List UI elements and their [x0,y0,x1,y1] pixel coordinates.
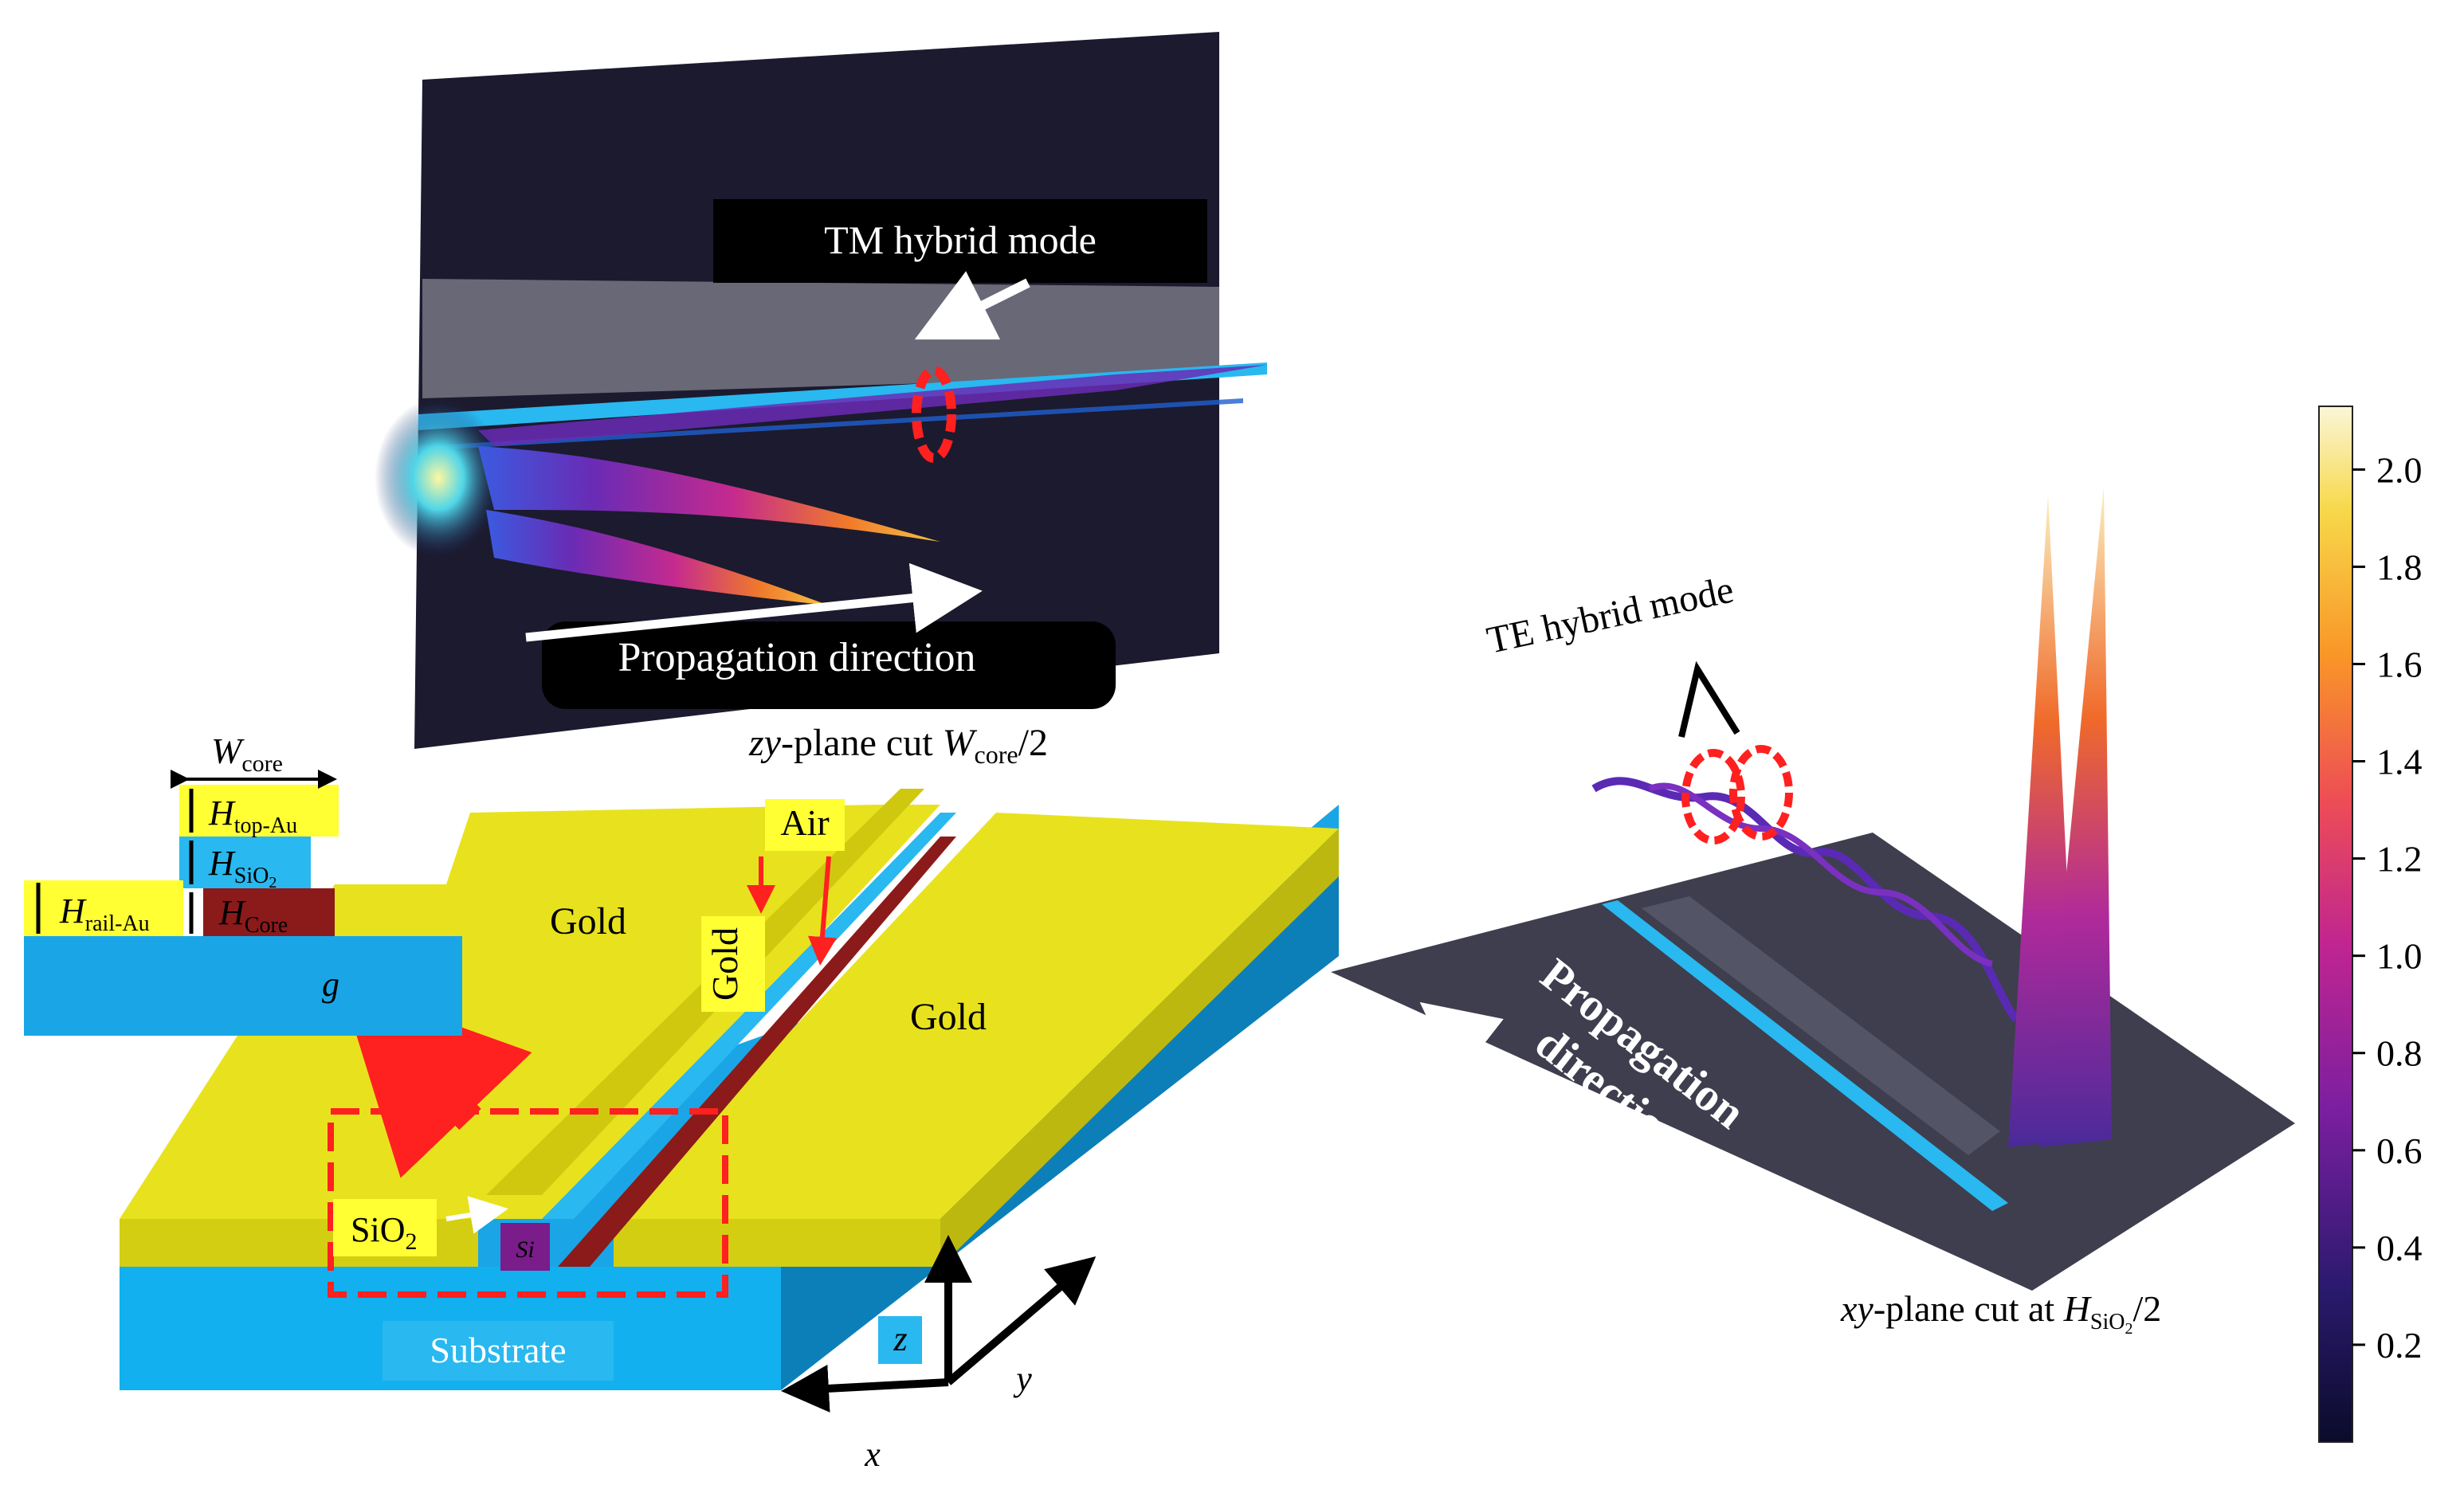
axis-z-label-box [878,1316,922,1364]
colorbar-tick-label: 2.0 [2376,449,2423,490]
colorbar: 2.0 1.8 1.6 1.4 1.2 1.0 0.8 0.6 0.4 0.2 [2318,406,2423,1443]
zoom-region-box [328,1108,728,1298]
gold-right-front [614,1219,940,1267]
field-plume-upper [478,446,940,542]
inset-top-gold [179,785,339,837]
colorbar-tick-label: 0.2 [2376,1325,2423,1366]
prop-dir-top-label-box [542,621,1116,709]
zy-plane-field-plot: TM hybrid mode Propagation direction [375,32,1267,749]
axis-y-label: y [1013,1359,1032,1398]
inset-rail-left [24,880,183,936]
colorbar-gradient [2318,406,2353,1443]
inset-h-rail-label: Hrail-Au [59,891,150,936]
axis-y-line [945,1256,1097,1385]
inset-core [203,888,335,936]
inset-h-core-label: HCore [218,893,288,938]
te-mode-marker-2 [1729,745,1793,841]
tm-mode-label: TM hybrid mode [824,217,1097,262]
inset-h-top-label: Htop-Au [208,794,297,838]
inset-silica [179,837,311,888]
prop-dir-right-arrow [1419,1001,1717,1235]
te-mode-pointer-arrow [1678,660,1740,738]
zy-plane-caption: zy-plane cut Wcore/2 [748,722,1048,769]
te-mode-ribbon-2 [1648,782,1993,967]
tm-mode-pointer-arrow [914,271,1030,340]
si-core [500,1223,550,1271]
sio2-label: SiO2 [351,1210,417,1255]
colorbar-tick-label: 1.2 [2376,839,2423,880]
gold-rail-label: Gold [704,927,745,1001]
te-mode-ribbon [1591,777,2020,1022]
prop-dir-top-label: Propagation direction [618,635,975,680]
zy-plane-mode-tail [478,365,1267,446]
colorbar-tick-label: 0.4 [2376,1228,2423,1268]
inset-w-core-label: Wcore [211,731,283,777]
air-label: Air [780,802,829,843]
zy-plane-upper-texture [422,279,1219,398]
colorbar-tick-label: 0.8 [2376,1033,2423,1074]
inset-h-sio2-label: HSiO2 [208,844,277,891]
inset-rail-gold [333,888,462,936]
zy-plane-bottom-line [418,398,1243,451]
inset-g-label: g [322,965,339,1004]
air-pointer-arrow [807,856,837,966]
zy-plane-waveguide-line [418,362,1267,430]
colorbar-tick-label: 1.0 [2376,936,2423,977]
colorbar-tick-label: 1.4 [2376,742,2423,782]
device-schematic: Si Gold Gold Gold Air SiO2 Substrate z y… [120,789,1339,1474]
air-label-box [765,799,845,851]
gold-right-top [614,813,1339,1219]
tm-mode-marker [912,366,956,463]
colorbar-tick-label: 1.8 [2376,547,2423,587]
si-label: Si [516,1236,534,1263]
colorbar-tick-label: 0.6 [2376,1131,2423,1171]
axis-x-line [781,1364,949,1413]
tm-mode-label-box [713,199,1207,283]
zoom-region-arrow [340,984,532,1178]
gold-rail-label-box [701,916,765,1012]
field-plume-lower [486,510,829,605]
te-mode-marker-1 [1681,749,1745,844]
xy-plane-silica-line [1602,900,2008,1211]
xy-plane-caption: xy-plane cut at HSiO2/2 [1840,1288,2161,1338]
axis-x-label: x [864,1435,881,1474]
colorbar-ticks: 2.0 1.8 1.6 1.4 1.2 1.0 0.8 0.6 0.4 0.2 [2352,449,2423,1366]
sio2-pointer-arrow [445,1196,508,1234]
colorbar-tick-label: 1.6 [2376,644,2423,684]
axes-triad: z y x [781,1235,1097,1474]
cross-section-inset: Wcore Htop-Au HSiO2 Hrail-Au HCore g [24,731,462,1036]
silica-strip [542,813,956,1219]
sio2-label-box [333,1199,437,1256]
prop-dir-top-arrow [525,562,983,642]
gold-right-side [940,829,1339,1267]
core-strip [558,837,956,1267]
inset-substrate [24,936,462,1036]
gold-right-label: Gold [910,996,987,1038]
axis-z-label: z [893,1319,907,1358]
gold-left-label: Gold [550,900,626,942]
xy-plane-texture [1642,896,2000,1155]
xy-plane-field-plot: TE hybrid mode Propagation direction xy-… [1331,486,2295,1338]
substrate-label: Substrate [430,1330,566,1370]
field-hotspot [375,398,502,558]
substrate-label-box [383,1321,614,1381]
te-mode-label: TE hybrid mode [1483,569,1737,662]
te-mode-spike-right [2040,486,2112,1147]
